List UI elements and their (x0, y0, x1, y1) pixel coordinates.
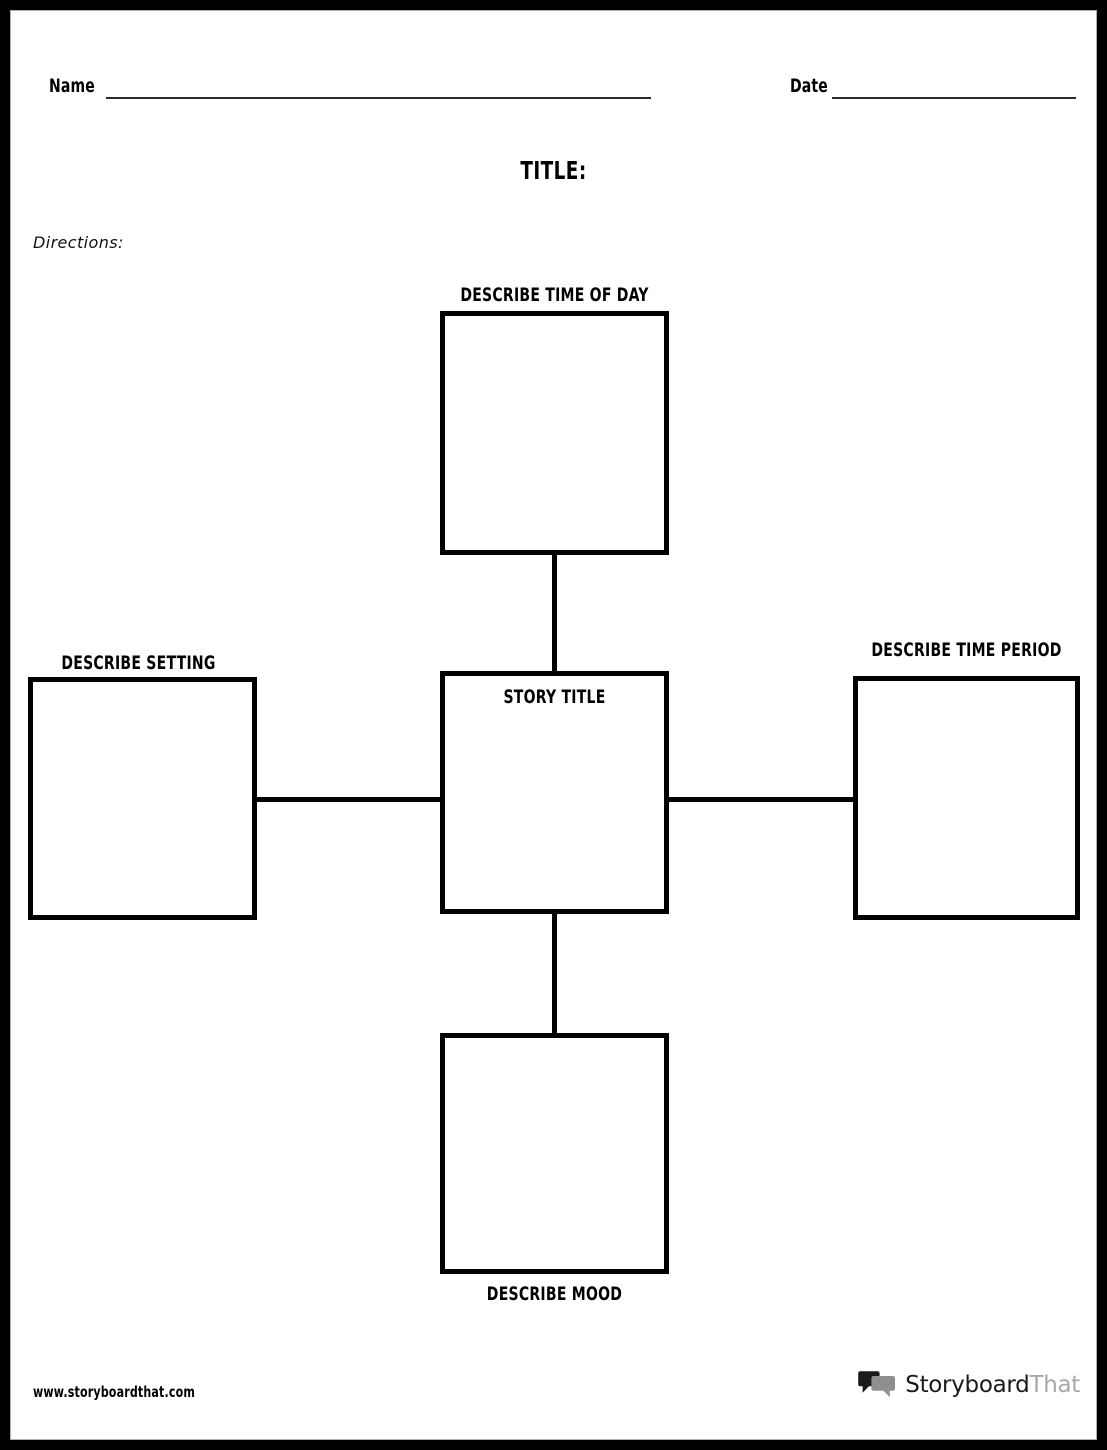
worksheet-canvas: Name Date TITLE: Directions: DESCRIBE TI… (10, 10, 1097, 1440)
logo-word-storyboard: Storyboard (905, 1372, 1030, 1398)
directions-label: Directions: (33, 233, 124, 252)
logo-word-that: That (1029, 1372, 1080, 1398)
storyboardthat-logo[interactable]: StoryboardThat (858, 1370, 1080, 1400)
page-title: TITLE: (520, 156, 587, 185)
speech-bubbles-icon (858, 1370, 896, 1400)
box-describe-setting[interactable] (28, 677, 257, 920)
date-input-line[interactable] (832, 97, 1076, 99)
connector-center-to-right (661, 797, 871, 802)
connector-center-to-bottom (552, 909, 557, 1049)
name-label: Name (49, 75, 95, 97)
label-describe-setting: DESCRIBE SETTING (61, 652, 216, 674)
footer-url[interactable]: www.storyboardthat.com (33, 1383, 196, 1401)
label-describe-time-period: DESCRIBE TIME PERIOD (871, 639, 1062, 661)
box-story-title[interactable] (440, 671, 669, 914)
label-story-title: STORY TITLE (503, 686, 606, 708)
date-label: Date (790, 75, 828, 97)
name-input-line[interactable] (106, 97, 651, 99)
connector-left-to-center (251, 797, 456, 802)
box-describe-mood[interactable] (440, 1033, 669, 1274)
box-describe-time-of-day[interactable] (440, 311, 669, 555)
logo-wordmark: StoryboardThat (905, 1372, 1080, 1398)
label-describe-time-of-day: DESCRIBE TIME OF DAY (460, 284, 649, 306)
box-describe-time-period[interactable] (853, 676, 1080, 920)
connector-top-to-center (552, 551, 557, 686)
label-describe-mood: DESCRIBE MOOD (486, 1283, 623, 1305)
